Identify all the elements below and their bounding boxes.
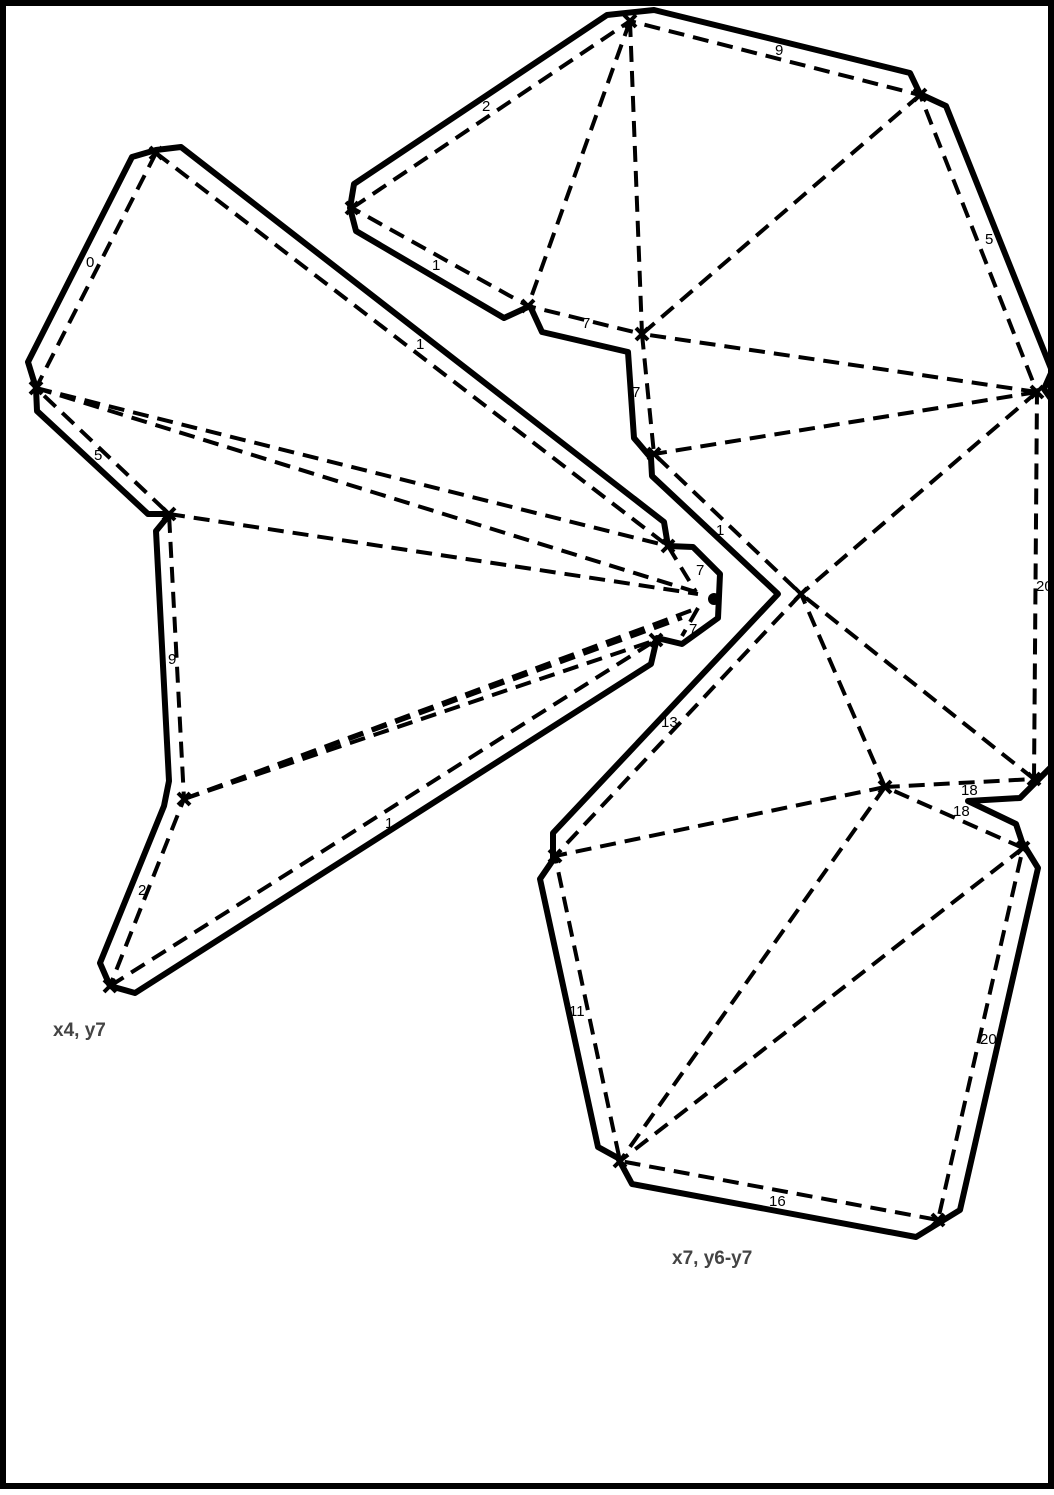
piece-left-fold-lines: [33, 151, 700, 988]
edge-number: 0: [86, 254, 94, 271]
edge-number: 7: [689, 621, 697, 638]
edge-number: 9: [168, 651, 176, 668]
edge-number: 18: [953, 803, 970, 820]
piece-left-label: x4, y7: [53, 1020, 106, 1041]
edge-number: 5: [985, 231, 993, 248]
edge-number: 1: [416, 336, 424, 353]
edge-number: 11: [569, 1003, 585, 1020]
edge-number: 7: [582, 315, 590, 332]
piece-right-label: x7, y6-y7: [672, 1248, 752, 1269]
edge-number: 9: [775, 42, 783, 59]
edge-number: 2: [482, 98, 490, 115]
pattern-drawing: 0 1 5 7 7 9 2 1 2 9 1 7 5 7 1 20 13 18 1…: [25, 7, 1054, 1269]
edge-number: 16: [769, 1193, 786, 1210]
edge-number: 7: [632, 384, 640, 401]
edge-number: 7: [696, 562, 704, 579]
edge-number: 20: [980, 1031, 997, 1048]
edge-number: 5: [94, 447, 102, 464]
edge-number: 20: [1036, 578, 1053, 595]
piece-right-fold-lines: [350, 18, 1040, 1223]
piece-left-point-marker: [708, 593, 720, 605]
edge-number: 1: [432, 257, 440, 274]
edge-number: 2: [138, 882, 146, 899]
edge-number: 13: [661, 714, 678, 731]
piece-right-cut-outline: [347, 7, 1054, 1240]
edge-number: 18: [961, 782, 978, 799]
edge-number: 1: [716, 522, 724, 539]
piece-left-cut-outline: [25, 144, 723, 996]
edge-number: 1: [385, 815, 393, 832]
vertex-markers: [28, 13, 1045, 1228]
